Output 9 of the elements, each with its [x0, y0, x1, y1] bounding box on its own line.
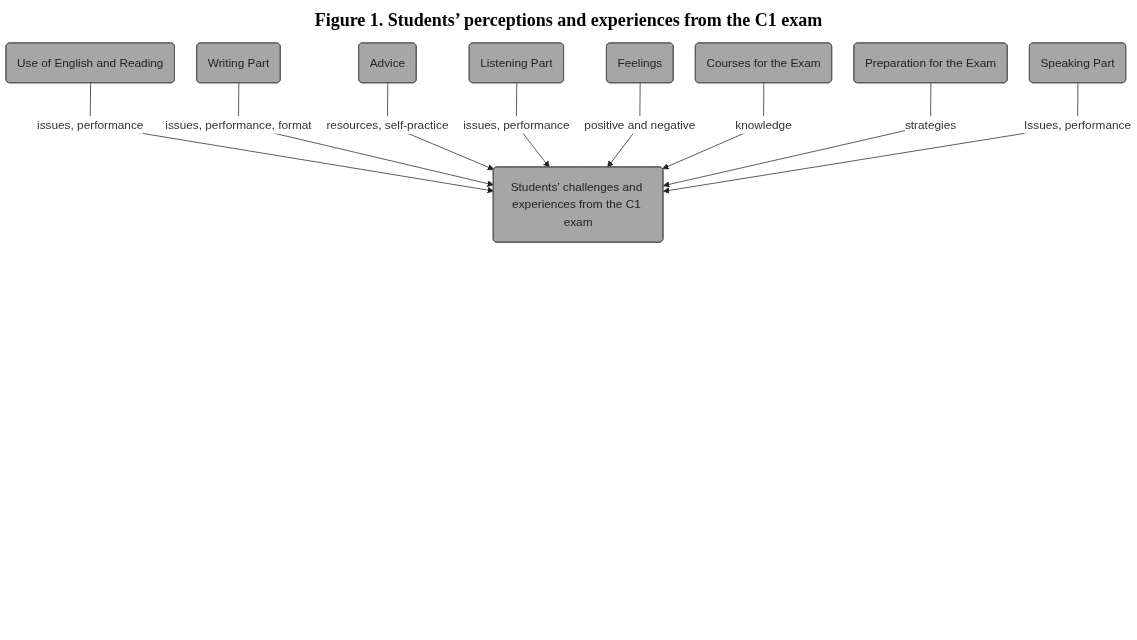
edge-label: positive and negative [584, 118, 696, 131]
edge-label: issues, performance [37, 118, 144, 131]
edge-label: knowledge [735, 118, 792, 131]
edge-label: strategies [904, 118, 957, 131]
edge-label: issues, performance, format [165, 118, 312, 131]
figure-title: Figure 1. Students’ perceptions and experiences from the C1 exam [313, 10, 824, 31]
edge-label: resources, self-practice [326, 118, 449, 131]
edge-label: Issues, performance [1024, 118, 1132, 131]
edge-label: issues, performance [463, 118, 570, 131]
